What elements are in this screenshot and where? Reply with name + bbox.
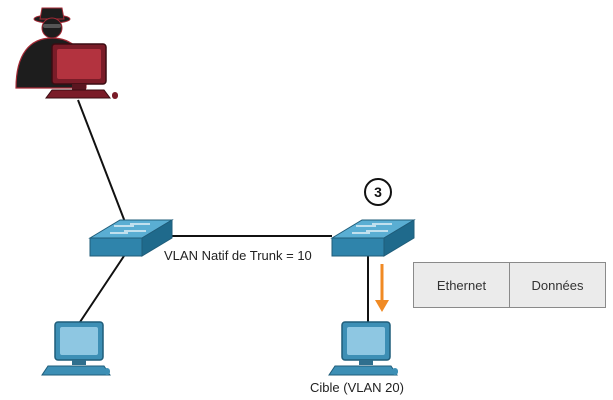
frame-data-cell: Données [509,263,605,307]
workstation-left-screen [60,327,98,355]
switch-right-side [383,219,415,257]
attacker-hat [39,7,65,20]
attacker-glasses [43,24,61,28]
switch-right-arrows-icon [352,223,392,234]
link-attacker-switch [77,99,126,223]
workstation-left [41,321,111,376]
workstation-left-stand [72,360,86,365]
attacker-monitor-stand [72,84,86,90]
switch-left-arrows-icon [110,223,150,234]
workstation-left-mouse [104,368,110,375]
switch-left [88,219,174,257]
trunk-native-vlan-label: VLAN Natif de Trunk = 10 [162,248,314,264]
arrow-down-icon [375,264,389,312]
workstation-target-mouse [392,368,398,375]
attacker-screen [57,49,101,79]
workstation-target-stand [359,360,373,365]
workstation-target [328,321,398,376]
switch-left-front [89,237,143,257]
attacker-mouse [112,92,118,99]
step-number-badge: 3 [364,178,392,206]
ethernet-frame: Ethernet Données [413,262,606,308]
frame-header-cell: Ethernet [436,277,487,293]
attacker-keyboard [45,89,111,99]
target-label: Cible (VLAN 20) [310,380,404,395]
switch-left-side [141,219,173,257]
link-switch-pc [79,255,125,323]
attacker-workstation [15,7,118,99]
workstation-target-keyboard [328,365,398,376]
workstation-left-keyboard [41,365,111,376]
switch-right-front [331,237,385,257]
workstation-target-screen [347,327,385,355]
switch-right [330,219,416,257]
